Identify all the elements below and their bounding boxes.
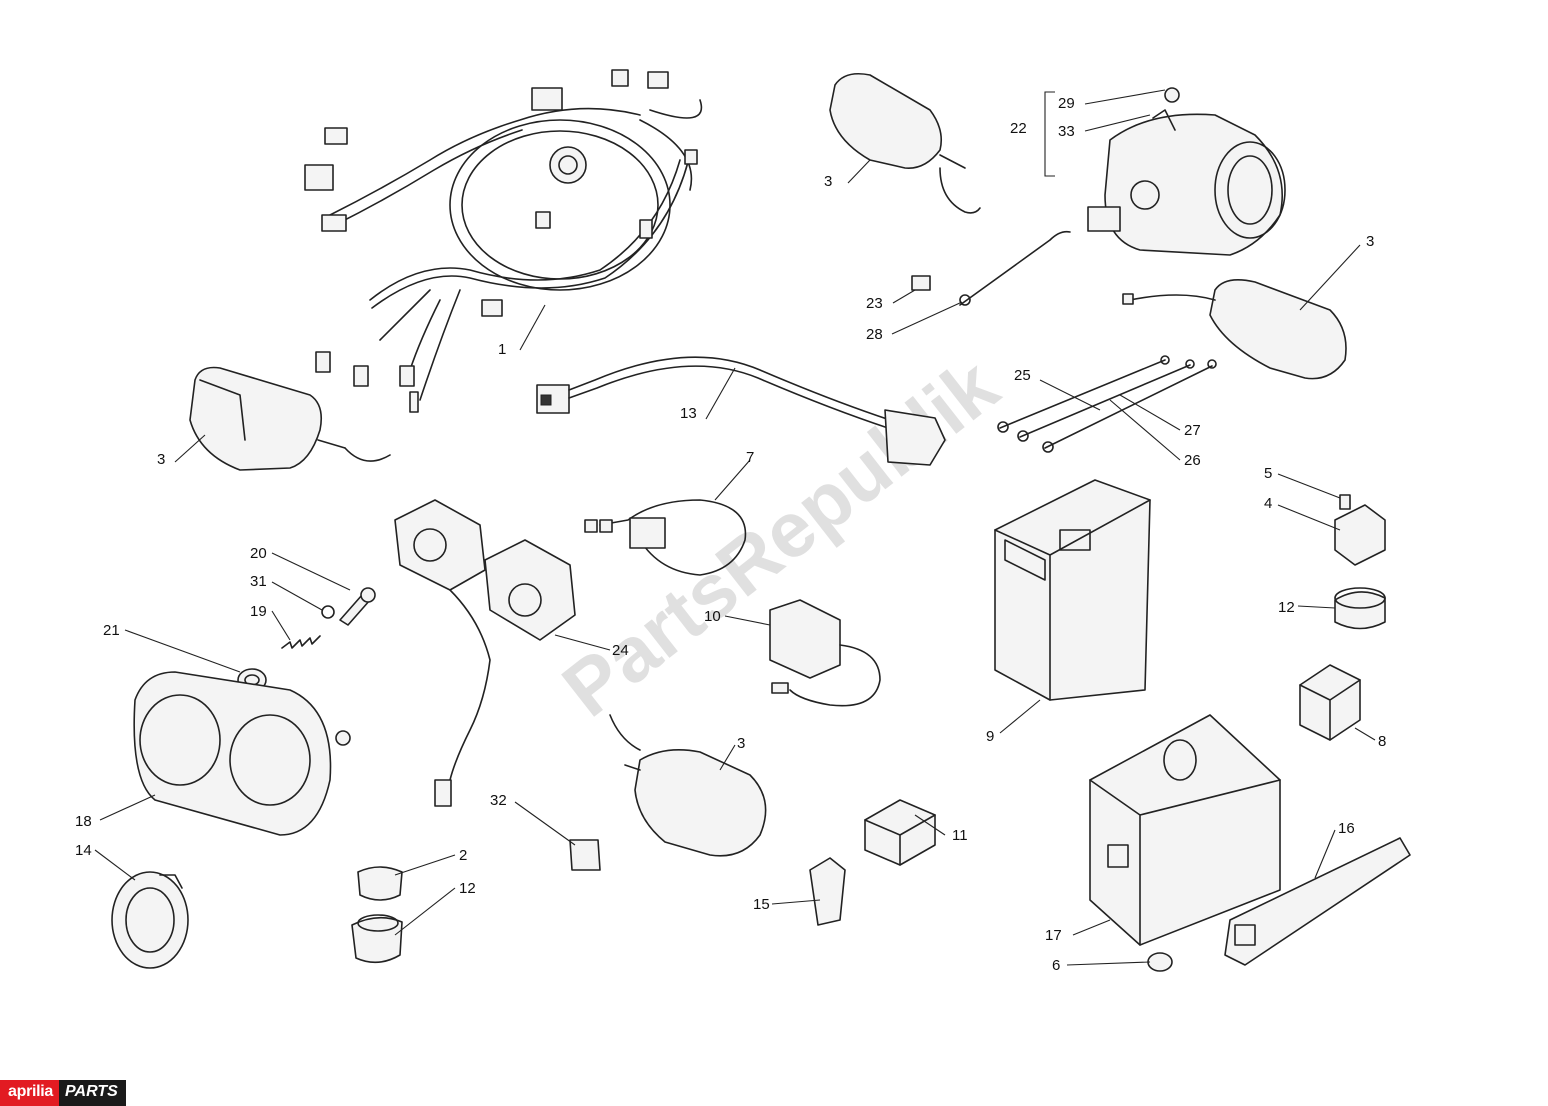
part-12-rubber-bushing-left — [351, 914, 403, 964]
callout-1: 1 — [498, 341, 506, 358]
callout-6: 6 — [1052, 957, 1060, 974]
callout-5: 5 — [1264, 465, 1272, 482]
callout-31: 31 — [250, 573, 267, 590]
callout-20: 20 — [250, 545, 267, 562]
part-8-flasher-relay — [1299, 664, 1361, 741]
callout-23: 23 — [866, 295, 883, 312]
part-22-ignition-switch-assembly — [911, 87, 1286, 306]
callout-25: 25 — [1014, 367, 1031, 384]
part-15-rubber-cap — [809, 857, 846, 926]
callout-26: 26 — [1184, 452, 1201, 469]
part-4-relay — [1334, 494, 1386, 566]
part-10-regulator — [769, 599, 881, 707]
part-1-wiring-harness — [304, 69, 703, 413]
part-13-speedo-cable — [536, 356, 946, 466]
callout-17: 17 — [1045, 927, 1062, 944]
part-25-27-ground-straps — [997, 355, 1217, 453]
callout-33: 33 — [1058, 123, 1075, 140]
callout-9: 9 — [986, 728, 994, 745]
callout-13: 13 — [680, 405, 697, 422]
part-6-rubber-foot — [1147, 952, 1173, 972]
part-11-rectifier — [864, 799, 936, 866]
callout-3: 3 — [1366, 233, 1374, 250]
callout-15: 15 — [753, 896, 770, 913]
part-3-turn-indicator-left — [189, 366, 391, 471]
callout-12: 12 — [1278, 599, 1295, 616]
callout-11: 11 — [952, 827, 968, 844]
callout-2: 2 — [459, 847, 467, 864]
part-24-headlight-adjusters — [394, 499, 576, 807]
callout-18: 18 — [75, 813, 92, 830]
part-31-washer — [321, 605, 335, 619]
callout-29: 29 — [1058, 95, 1075, 112]
callout-28: 28 — [866, 326, 883, 343]
callout-24: 24 — [612, 642, 629, 659]
part-3-turn-indicator-bottom — [609, 714, 767, 857]
callout-21: 21 — [103, 622, 120, 639]
part-32-pressure-switch — [569, 839, 601, 871]
callout-10: 10 — [704, 608, 721, 625]
part-17-battery-box — [1089, 714, 1281, 946]
part-3-turn-indicator-top — [829, 72, 981, 214]
callout-27: 27 — [1184, 422, 1201, 439]
part-18-headlight — [133, 671, 351, 836]
part-7-sensor — [584, 499, 747, 576]
part-16-bracket — [1224, 837, 1411, 966]
callout-12: 12 — [459, 880, 476, 897]
part-19-spring — [281, 635, 321, 649]
part-20-screw — [339, 587, 376, 626]
callout-22: 22 — [1010, 120, 1027, 137]
callout-8: 8 — [1378, 733, 1386, 750]
callout-19: 19 — [250, 603, 267, 620]
callout-4: 4 — [1264, 495, 1272, 512]
part-14-horn — [111, 871, 189, 969]
callout-3: 3 — [737, 735, 745, 752]
exploded-parts-diagram: PartsRepublik — [75, 69, 1411, 974]
part-3-turn-indicator-right — [1122, 279, 1347, 380]
callout-labels: 1 3 3 3 3 22 29 33 23 28 13 25 27 26 7 5… — [75, 95, 1386, 974]
part-12-rubber-bushing-right — [1334, 587, 1386, 630]
callout-3: 3 — [824, 173, 832, 190]
brand-left: aprilia — [0, 1080, 60, 1106]
brand-right: PARTS — [59, 1080, 126, 1106]
aprilia-parts-logo[interactable]: aprilia PARTS — [0, 1080, 126, 1106]
callout-7: 7 — [746, 449, 754, 466]
part-2-bulb-socket — [357, 866, 403, 901]
callout-14: 14 — [75, 842, 92, 859]
callout-32: 32 — [490, 792, 507, 809]
watermark: PartsRepublik — [546, 341, 1014, 734]
callout-16: 16 — [1338, 820, 1355, 837]
part-9-battery — [994, 479, 1151, 701]
leader-lines — [94, 89, 1376, 966]
callout-3: 3 — [157, 451, 165, 468]
